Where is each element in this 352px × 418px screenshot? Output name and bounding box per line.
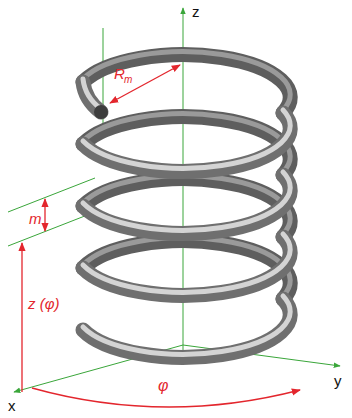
axis-label: x — [8, 398, 16, 413]
dimension-label: R — [114, 66, 125, 81]
dimension-label: z (φ) — [28, 296, 59, 311]
dimension-label: m — [29, 211, 42, 226]
axis-label: y — [334, 373, 342, 388]
dimensions — [22, 65, 300, 407]
axis-label: z — [192, 4, 200, 19]
axes — [8, 8, 340, 392]
spring-front — [83, 79, 290, 357]
angle-label: φ — [158, 378, 168, 394]
dimension-subscript: m — [124, 75, 132, 85]
